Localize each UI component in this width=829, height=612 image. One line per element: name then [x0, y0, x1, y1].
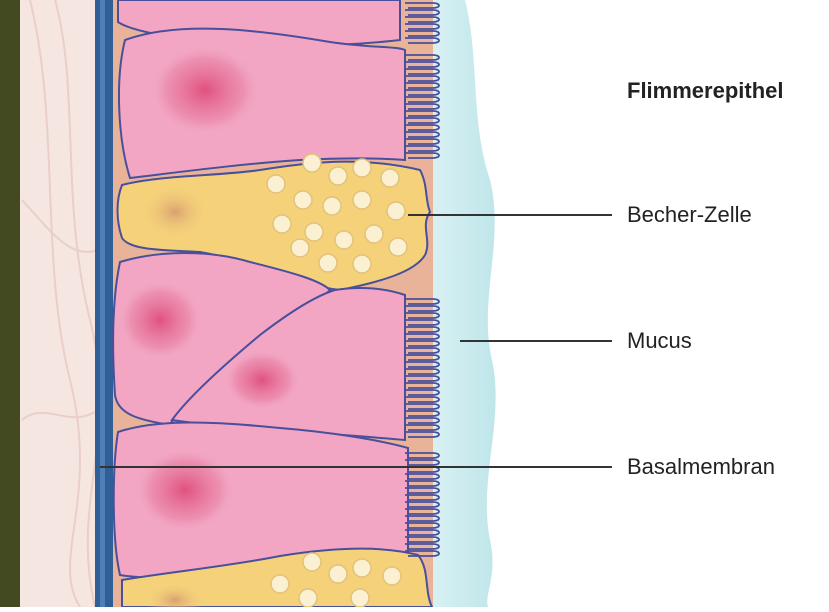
side-bar [0, 0, 20, 607]
goblet-nucleus [140, 184, 210, 240]
label-mucus: Mucus [627, 328, 692, 354]
nucleus [118, 280, 202, 360]
diagram-title: Flimmerepithel [627, 78, 783, 104]
nucleus [135, 448, 235, 532]
basal-membrane-highlight [100, 0, 105, 607]
nucleus [150, 45, 260, 135]
connective-tissue [20, 0, 100, 607]
label-basalmembran: Basalmembran [627, 454, 775, 480]
label-becher-zelle: Becher-Zelle [627, 202, 752, 228]
nucleus [224, 350, 300, 410]
mucus-layer [430, 0, 496, 607]
